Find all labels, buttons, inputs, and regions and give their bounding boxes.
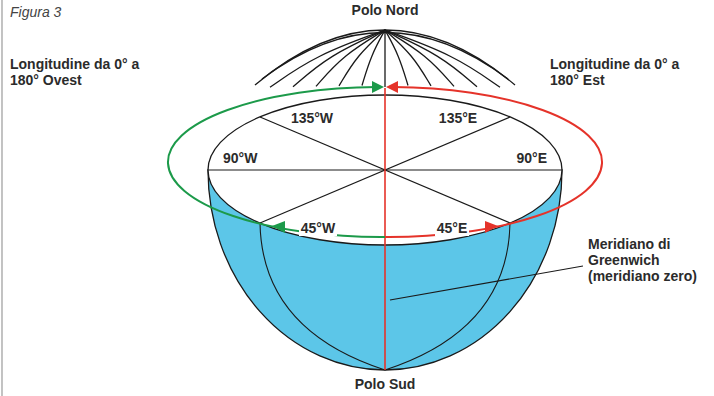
arrow-head [386, 81, 398, 93]
leader-line [390, 266, 583, 300]
greenwich-axis [384, 88, 386, 370]
east-arc [385, 87, 602, 237]
arrow-head [485, 221, 498, 233]
cap-meridian [385, 30, 454, 86]
cap-meridian [339, 30, 385, 86]
cap-meridian [385, 30, 500, 87]
degree-label: 90°W [221, 150, 259, 166]
longitude-label: Longitudine da 0° a 180° Ovest [10, 56, 170, 88]
cap-meridian [270, 30, 385, 87]
figure-title: Figura 3 [10, 4, 61, 20]
longitude-label: Longitudine da 0° a 180° Est [550, 56, 708, 88]
degree-label: 45°E [435, 220, 470, 236]
degree-label: 135°W [289, 110, 335, 126]
cap-meridian [293, 30, 385, 87]
meridian-label: Meridiano di Greenwich (meridiano zero) [588, 236, 710, 284]
cap-meridian [385, 30, 477, 87]
west-arc [168, 87, 385, 237]
frame-rule [1, 0, 2, 396]
cap-meridian [316, 30, 385, 86]
north-cap [255, 30, 515, 87]
degree-label: 90°E [514, 150, 549, 166]
pole-label: Polo Nord [352, 2, 419, 18]
degree-label: 45°W [299, 220, 337, 236]
pole-label: Polo Sud [355, 376, 416, 392]
cap-meridian [384, 30, 385, 87]
cap-meridian [362, 30, 385, 85]
arrow-head [372, 81, 384, 93]
arrow-head [272, 221, 285, 233]
degree-label: 135°E [437, 110, 479, 126]
